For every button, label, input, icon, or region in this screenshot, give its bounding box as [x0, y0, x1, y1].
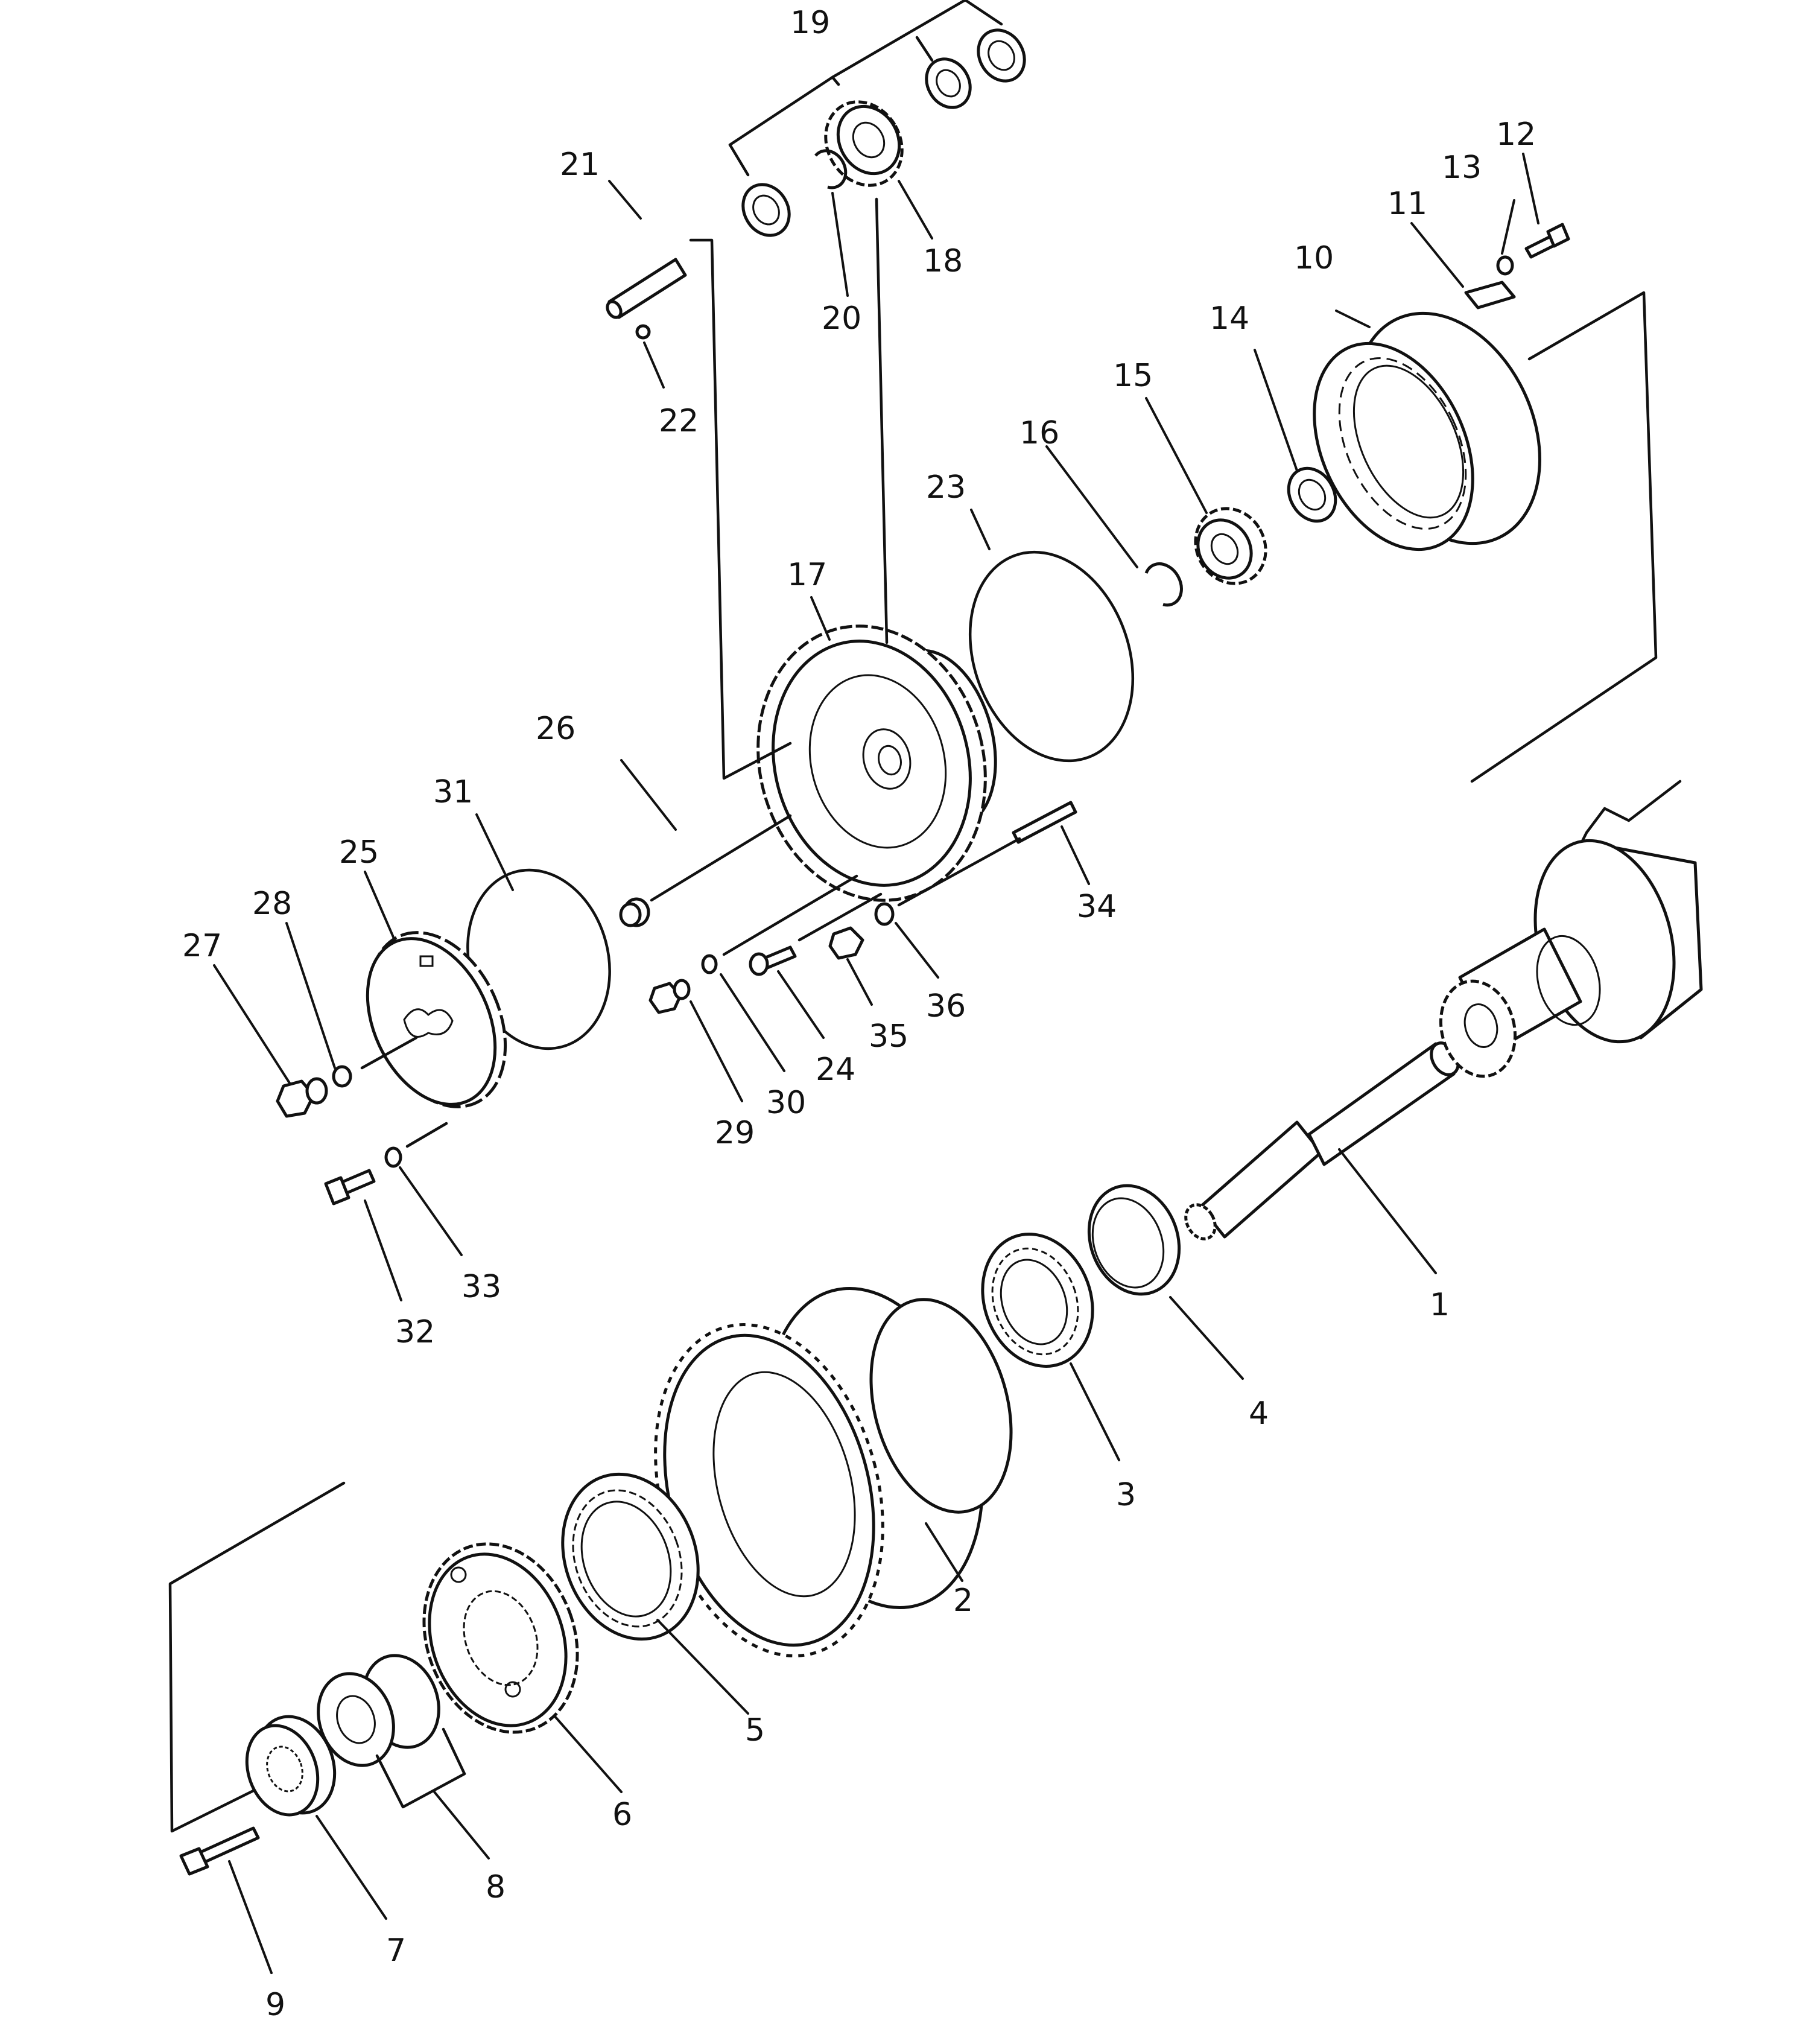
part-3-bearing — [981, 1233, 1094, 1368]
callout-10: 10 — [1294, 240, 1334, 276]
part-4-seal-ring — [1087, 1184, 1181, 1296]
part-35-nut — [828, 926, 864, 960]
part-28-seal — [332, 1065, 352, 1088]
plate-bolt-bracket — [168, 1481, 346, 1833]
carrier-planet-line — [875, 197, 889, 644]
part-8-thrust-washers — [317, 1654, 440, 1767]
motor-housing — [1439, 780, 1703, 1078]
part-23-o-ring — [968, 550, 1135, 763]
callout-35: 35 — [869, 1018, 908, 1055]
part-14-bearing — [1287, 466, 1337, 523]
part-13-washer — [1496, 255, 1514, 276]
callout-12: 12 — [1496, 116, 1536, 153]
part-24-bolt — [749, 945, 797, 976]
callout-33: 33 — [461, 1269, 501, 1305]
callout-13: 13 — [1442, 150, 1482, 186]
part-27-plug — [276, 1077, 328, 1118]
part-9-bolt — [179, 1826, 260, 1876]
callout-27: 27 — [182, 928, 222, 964]
part-5-bearing — [561, 1472, 700, 1641]
part-19-bearing-left — [741, 183, 791, 237]
callout-31: 31 — [433, 774, 473, 810]
callout-25: 25 — [339, 834, 379, 871]
part-20-snap-ring — [814, 149, 848, 189]
callout-18: 18 — [923, 243, 963, 279]
carrier-pin-line — [689, 238, 792, 780]
callout-20: 20 — [822, 300, 861, 337]
part-7-plate — [245, 1715, 337, 1817]
callout-7: 7 — [386, 1933, 406, 1969]
part-33-washer — [384, 1146, 402, 1168]
part-11-key — [1464, 281, 1516, 310]
part-1-shaft — [1184, 1041, 1460, 1240]
part-16-snap-ring — [1144, 562, 1183, 607]
callout-23: 23 — [926, 469, 966, 506]
callout-26: 26 — [536, 711, 575, 747]
callout-22: 22 — [659, 403, 699, 439]
group-19-bracket — [728, 0, 1003, 147]
part-32-bolt — [324, 1169, 376, 1205]
callout-24: 24 — [816, 1052, 855, 1088]
callout-6: 6 — [612, 1797, 632, 1833]
callout-4: 4 — [1249, 1396, 1269, 1432]
part-21-pin — [606, 258, 687, 319]
callout-28: 28 — [252, 886, 292, 922]
callout-11: 11 — [1387, 186, 1427, 222]
part-15-gear — [1194, 507, 1267, 585]
part-22-ball — [635, 324, 651, 340]
part-30-seal — [701, 954, 718, 974]
part-17-carrier — [756, 624, 997, 902]
callout-30: 30 — [766, 1085, 806, 1121]
callout-21: 21 — [560, 147, 600, 183]
part-36-washer — [874, 902, 895, 926]
callout-8: 8 — [486, 1869, 506, 1905]
washers-bracket — [375, 1727, 466, 1809]
callout-19: 19 — [790, 5, 830, 41]
callout-29: 29 — [715, 1115, 755, 1151]
part-10-ring-gear — [1313, 296, 1541, 561]
callout-5: 5 — [745, 1712, 765, 1748]
callout-14: 14 — [1210, 300, 1249, 337]
part-19-collar — [925, 57, 972, 109]
callout-1: 1 — [1430, 1287, 1450, 1323]
callout-32: 32 — [395, 1314, 435, 1350]
callout-9: 9 — [265, 1987, 285, 2017]
callout-16: 16 — [1019, 415, 1059, 451]
part-6-gear — [422, 1542, 579, 1734]
ring-gear-bracket — [1470, 291, 1658, 783]
callout-3: 3 — [1116, 1477, 1136, 1513]
callout-15: 15 — [1113, 358, 1153, 394]
part-12-bolt — [1524, 223, 1570, 259]
part-25-cover — [366, 931, 507, 1108]
callout-2: 2 — [953, 1583, 973, 1619]
callout-34: 34 — [1077, 889, 1117, 925]
callout-36: 36 — [926, 988, 966, 1024]
callout-17: 17 — [787, 557, 827, 593]
part-26-plug — [619, 897, 650, 927]
part-19-bearing-right — [977, 28, 1026, 83]
part-29-plug — [648, 979, 691, 1014]
